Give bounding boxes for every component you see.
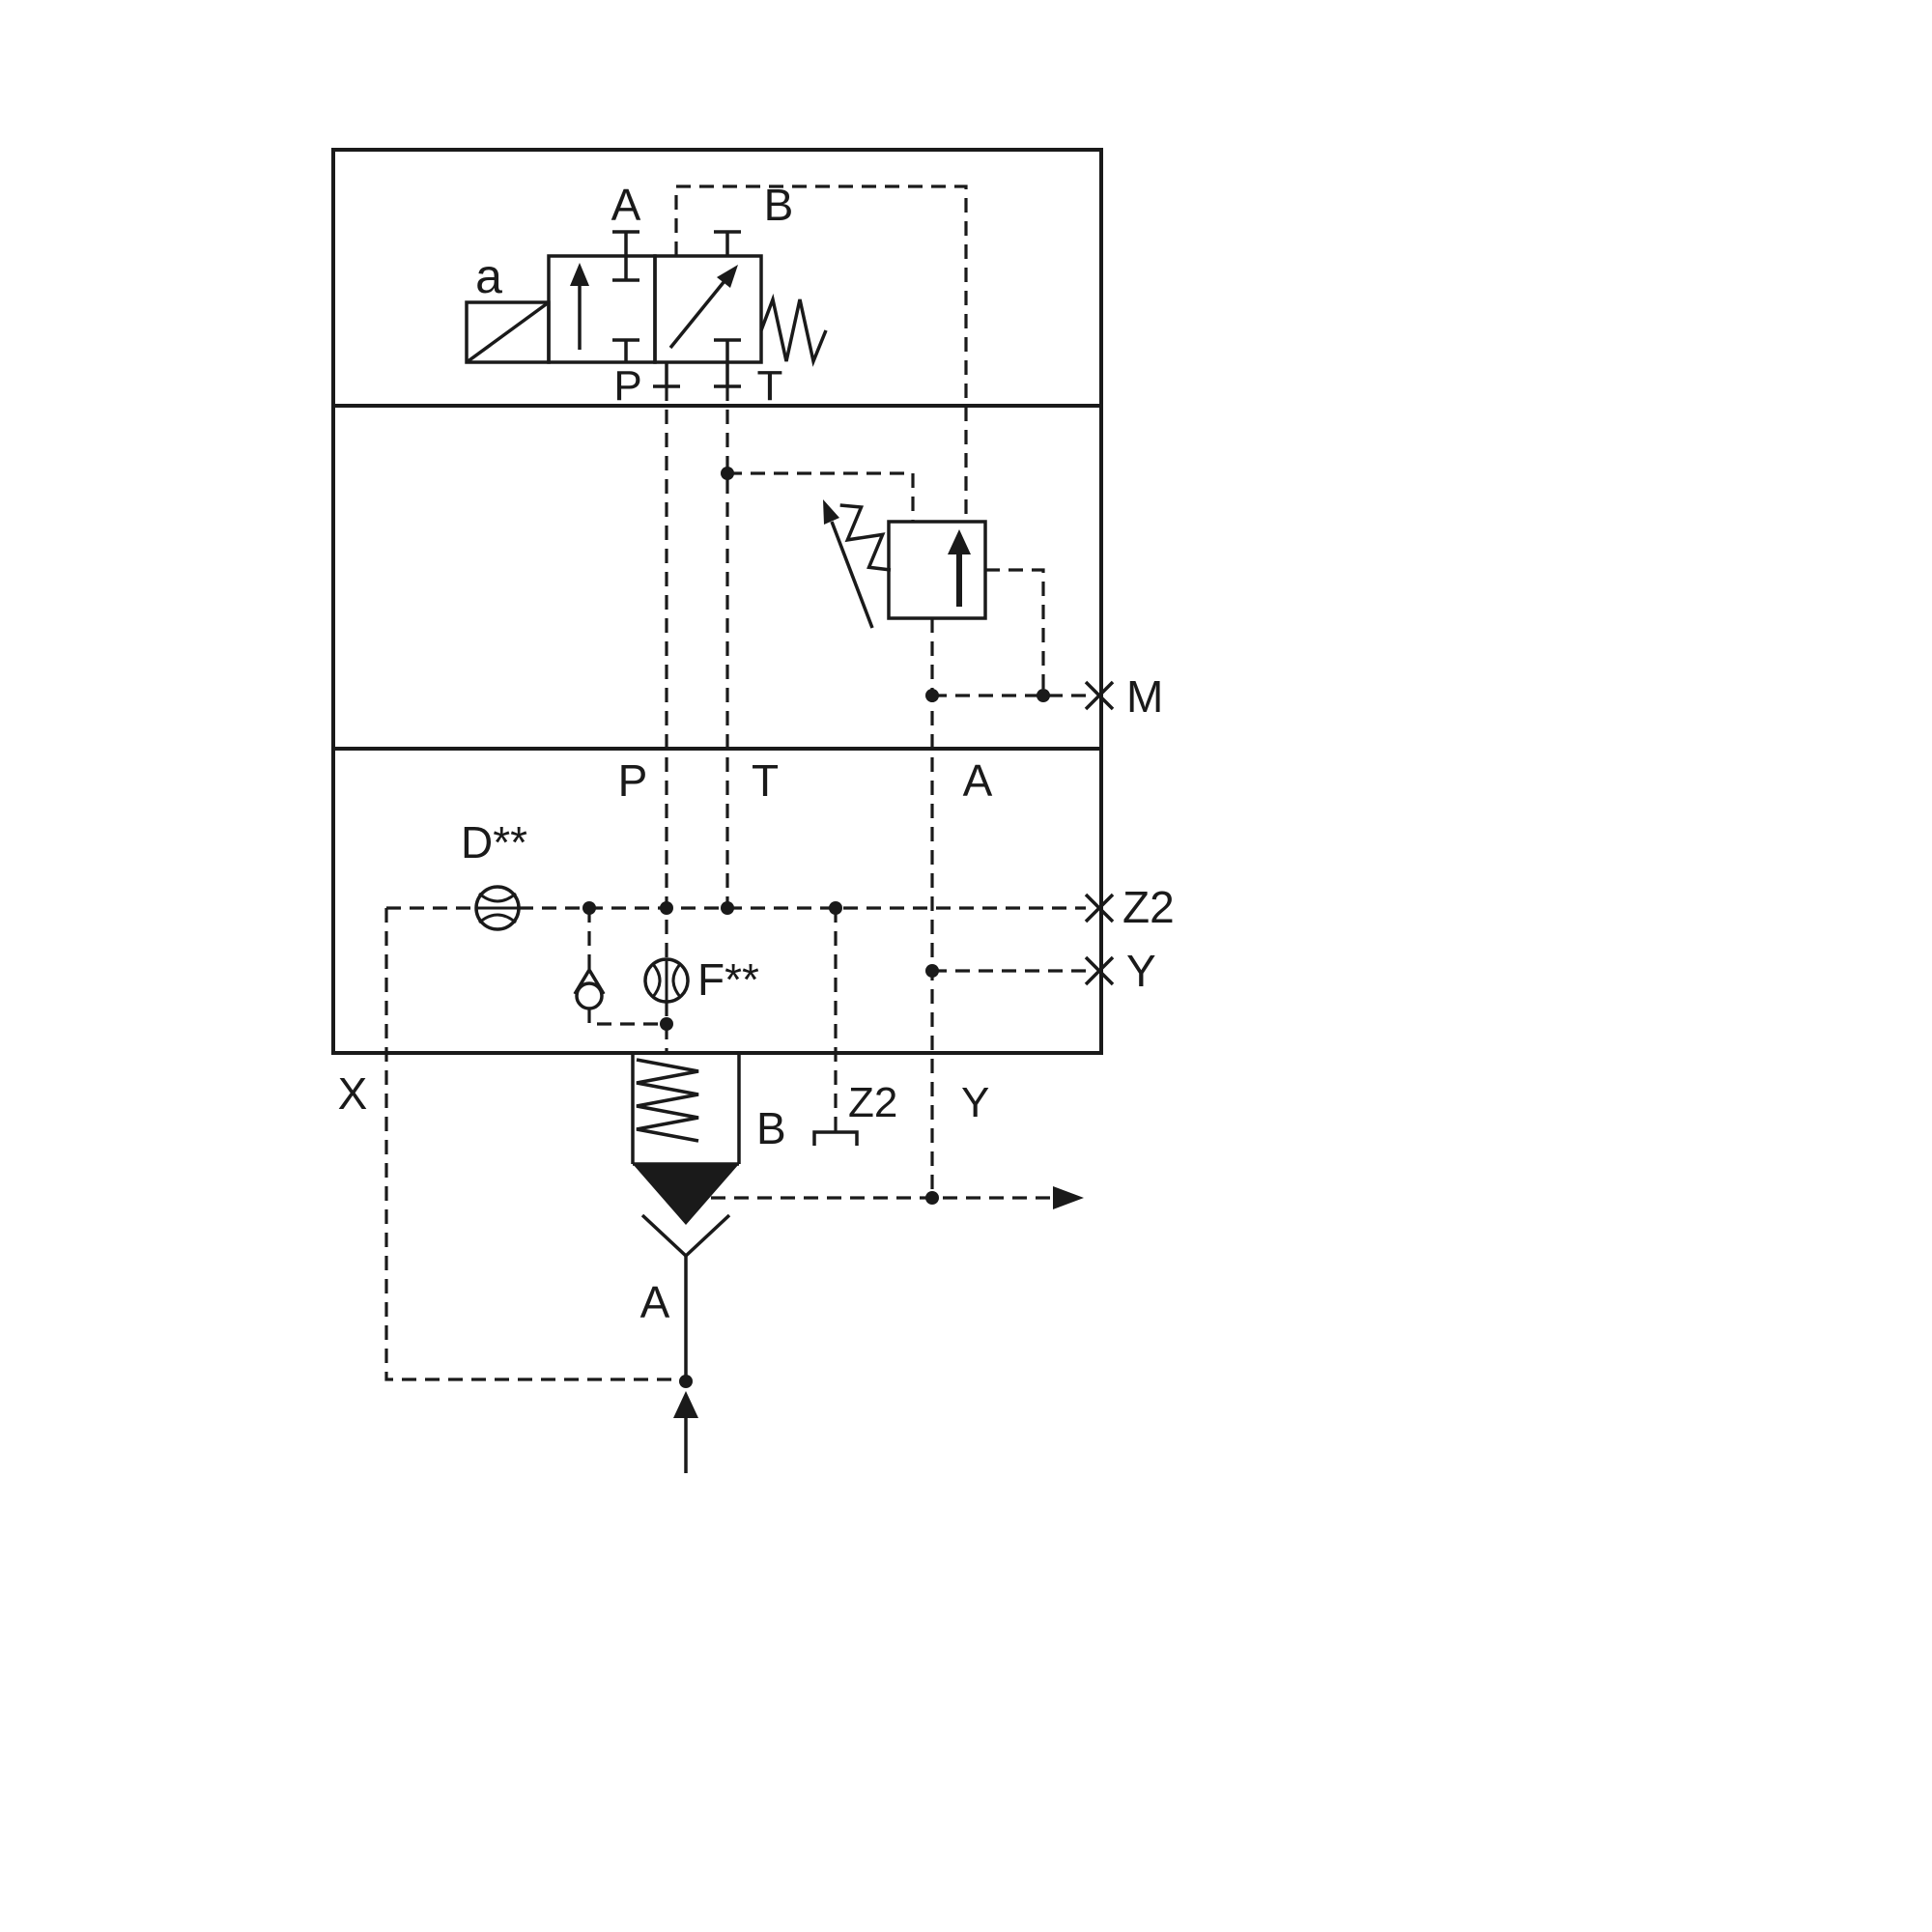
pilot-valve-label-b: B [764, 180, 794, 230]
cartridge-body [631, 1053, 741, 1164]
port-y-cross-icon [1084, 955, 1115, 986]
solenoid-label: a [475, 249, 502, 303]
relief-adjustment-arrow [830, 521, 874, 629]
relief-spring-icon [839, 503, 892, 572]
line-y-label: Y [961, 1079, 989, 1126]
a-flow-arrow-head-icon [673, 1391, 698, 1418]
check-branch-lower [587, 1009, 667, 1026]
junction-dots [582, 467, 1050, 1388]
flow-arrow-diagonal-head-icon [717, 265, 738, 288]
b-flow-arrow-icon [1053, 1186, 1084, 1209]
port-y-label: Y [1126, 946, 1156, 996]
relief-valve-body [887, 520, 987, 620]
side-ports: M Z2 Y [1084, 671, 1175, 996]
port-z2-cross-icon [1084, 893, 1115, 923]
cartridge-label-a: A [640, 1277, 670, 1327]
x-line [384, 908, 686, 1381]
port-stub-p [653, 362, 680, 388]
relief-drain-line [985, 568, 1045, 696]
flow-arrow-up-head-icon [570, 263, 589, 286]
pilot-valve-label-a: A [611, 180, 641, 230]
cartridge-spring-icon [636, 1058, 699, 1143]
orifice-f-label: F** [697, 954, 759, 1005]
junction-dot [660, 1017, 673, 1031]
housing-border [331, 148, 1103, 1055]
port-stub-b [714, 230, 741, 256]
pilot-valve-label-p: P [613, 362, 641, 410]
pilot-lines [384, 185, 1086, 1381]
orifice-d-restriction [478, 892, 517, 924]
pilot-directional-valve: a A B P T [465, 180, 828, 410]
port-stub-t [714, 362, 741, 388]
junction-dot [829, 901, 842, 915]
port-m-label: M [1126, 671, 1163, 722]
valve-spring-icon [759, 293, 828, 367]
relief-flow-arrow-head-icon [948, 529, 971, 554]
pilot-relief-valve [823, 499, 987, 629]
housing-outline [331, 148, 1103, 1055]
valve-position-left [547, 254, 657, 364]
port-stub-a [612, 230, 639, 256]
blocked-port-icon [714, 338, 741, 362]
vent-line-b [674, 185, 968, 522]
external-line-labels: X Z2 Y [338, 1068, 989, 1146]
cartridge-poppet-icon [633, 1164, 739, 1225]
line-x-label: X [338, 1068, 368, 1119]
junction-dot [925, 689, 939, 702]
logic-cartridge: B A [631, 1053, 786, 1473]
valve-position-right [653, 254, 763, 364]
manifold-label-t: T [752, 755, 779, 806]
junction-dot [925, 1191, 939, 1205]
manifold-label-a: A [963, 755, 993, 806]
orifice-d-label: D** [461, 817, 527, 867]
pilot-valve-label-t: T [757, 362, 783, 410]
junction-dot [1037, 689, 1050, 702]
port-z2-label: Z2 [1122, 882, 1175, 932]
manifold-port-labels: P T A [618, 755, 993, 806]
junction-dot [721, 467, 734, 480]
z2-connection-bracket-icon [812, 1130, 859, 1146]
blocked-port-icon [612, 256, 639, 282]
orifice-d: D** [461, 817, 527, 931]
orifice-f-restriction [650, 962, 683, 999]
relief-adjustment-arrow-head-icon [823, 499, 839, 525]
solenoid-diagonal [465, 300, 551, 364]
check-valve [573, 966, 606, 1010]
relief-pilot-line [727, 471, 915, 522]
junction-dot [582, 901, 596, 915]
cartridge-label-b: B [756, 1103, 786, 1153]
orifice-f: F** [643, 954, 759, 1005]
junction-dot [925, 964, 939, 978]
junction-dot [660, 901, 673, 915]
port-m-cross-icon [1084, 680, 1115, 711]
junction-dot [721, 901, 734, 915]
line-z2-label: Z2 [848, 1079, 897, 1126]
manifold-label-p: P [618, 755, 648, 806]
flow-arrow-diagonal [668, 279, 726, 350]
blocked-port-icon [612, 338, 639, 362]
check-valve-ball-icon [575, 981, 604, 1010]
